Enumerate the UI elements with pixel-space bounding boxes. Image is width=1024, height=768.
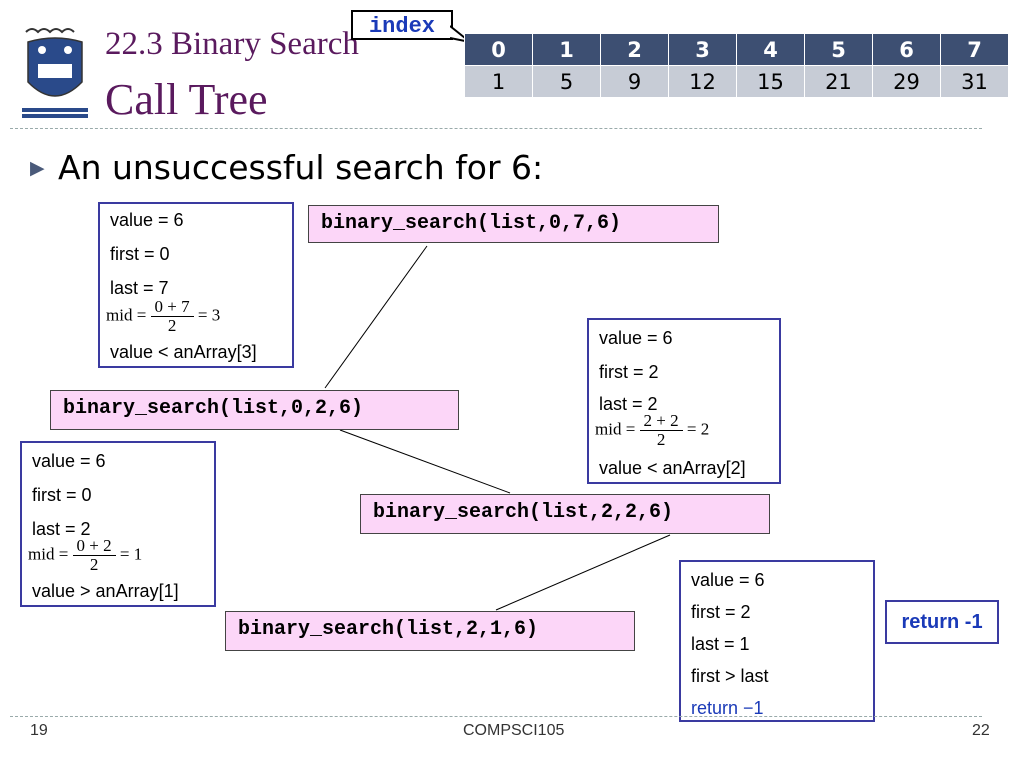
footer-course: COMPSCI105	[463, 722, 565, 739]
state-last: last = 2	[599, 394, 658, 414]
state-value: value = 6	[599, 328, 673, 348]
index-cell: 4	[736, 33, 805, 66]
header-divider	[10, 128, 982, 129]
value-cell: 21	[804, 65, 873, 98]
index-callout: index	[351, 10, 453, 40]
return-result-box: return -1	[885, 600, 999, 644]
state-box-1: value = 6 first = 0 last = 7 mid = 0 + 7…	[98, 202, 294, 368]
state-compare: value < anArray[3]	[110, 342, 257, 362]
state-box-2: value = 6 first = 0 last = 2 mid = 0 + 2…	[20, 441, 216, 607]
value-cell: 1	[464, 65, 533, 98]
call-box-2: binary_search(list,0,2,6)	[50, 390, 459, 430]
value-row: 1 5 9 12 15 21 29 31	[464, 65, 1009, 98]
bullet-arrow-icon: ▶	[30, 158, 45, 179]
bullet-text: An unsuccessful search for 6:	[58, 148, 544, 187]
state-value: value = 6	[691, 570, 765, 590]
state-value: value = 6	[32, 451, 106, 471]
university-crest-logo	[18, 24, 92, 122]
index-cell: 3	[668, 33, 737, 66]
state-box-3: value = 6 first = 2 last = 2 mid = 2 + 2…	[587, 318, 781, 484]
footer-divider	[10, 716, 982, 717]
array-table: 0 1 2 3 4 5 6 7 1 5 9 12 15 21 29 31	[464, 33, 1009, 98]
state-first: first = 0	[110, 244, 170, 264]
slide-title-line1: 22.3 Binary Search	[105, 26, 359, 62]
footer-slide-number: 19	[30, 722, 48, 739]
state-last: last = 2	[32, 519, 91, 539]
footer-page: 22	[972, 722, 990, 739]
state-last: last = 7	[110, 278, 169, 298]
index-cell: 6	[872, 33, 941, 66]
state-compare: value < anArray[2]	[599, 458, 746, 478]
index-cell: 0	[464, 33, 533, 66]
state-return: return −1	[691, 698, 764, 718]
index-cell: 2	[600, 33, 669, 66]
call-box-1: binary_search(list,0,7,6)	[308, 205, 719, 243]
state-first: first = 0	[32, 485, 92, 505]
value-cell: 9	[600, 65, 669, 98]
state-box-4: value = 6 first = 2 last = 1 first > las…	[679, 560, 875, 722]
state-value: value = 6	[110, 210, 184, 230]
value-cell: 12	[668, 65, 737, 98]
call-box-4: binary_search(list,2,1,6)	[225, 611, 635, 651]
state-last: last = 1	[691, 634, 750, 654]
value-cell: 5	[532, 65, 601, 98]
state-compare: first > last	[691, 666, 769, 686]
state-compare: value > anArray[1]	[32, 581, 179, 601]
state-first: first = 2	[691, 602, 751, 622]
index-row: 0 1 2 3 4 5 6 7	[464, 33, 1009, 66]
value-cell: 31	[940, 65, 1009, 98]
call-box-3: binary_search(list,2,2,6)	[360, 494, 770, 534]
slide-title-line2: Call Tree	[105, 75, 268, 124]
state-first: first = 2	[599, 362, 659, 382]
